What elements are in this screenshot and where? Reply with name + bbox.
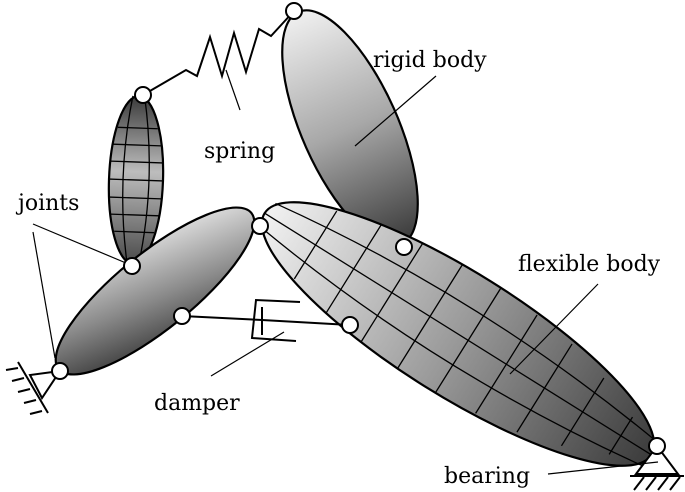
joint-spring-left <box>134 86 152 104</box>
joint-spring-top <box>285 2 303 20</box>
joint-ground-left <box>51 362 69 380</box>
label-rigid-body: rigid body <box>373 48 487 73</box>
spring <box>142 10 295 96</box>
label-bearing: bearing <box>444 464 530 489</box>
ground-support-right <box>630 444 684 491</box>
joint-small-body <box>123 257 141 275</box>
leader-lines <box>32 69 659 475</box>
label-spring: spring <box>204 139 275 164</box>
joint-bearing <box>648 437 666 455</box>
joints <box>51 2 666 455</box>
label-joints: joints <box>15 191 79 216</box>
joint-center <box>251 217 269 235</box>
small-meshed-body <box>107 94 165 266</box>
label-damper: damper <box>154 391 240 416</box>
joint-damper-flex <box>341 316 359 334</box>
damper <box>181 298 351 342</box>
joint-damper-arm <box>173 307 191 325</box>
flexible-body <box>260 201 658 467</box>
label-flexible-body: flexible body <box>518 252 661 277</box>
ground-support-left <box>5 361 63 415</box>
joint-rigid-flex <box>395 238 413 256</box>
